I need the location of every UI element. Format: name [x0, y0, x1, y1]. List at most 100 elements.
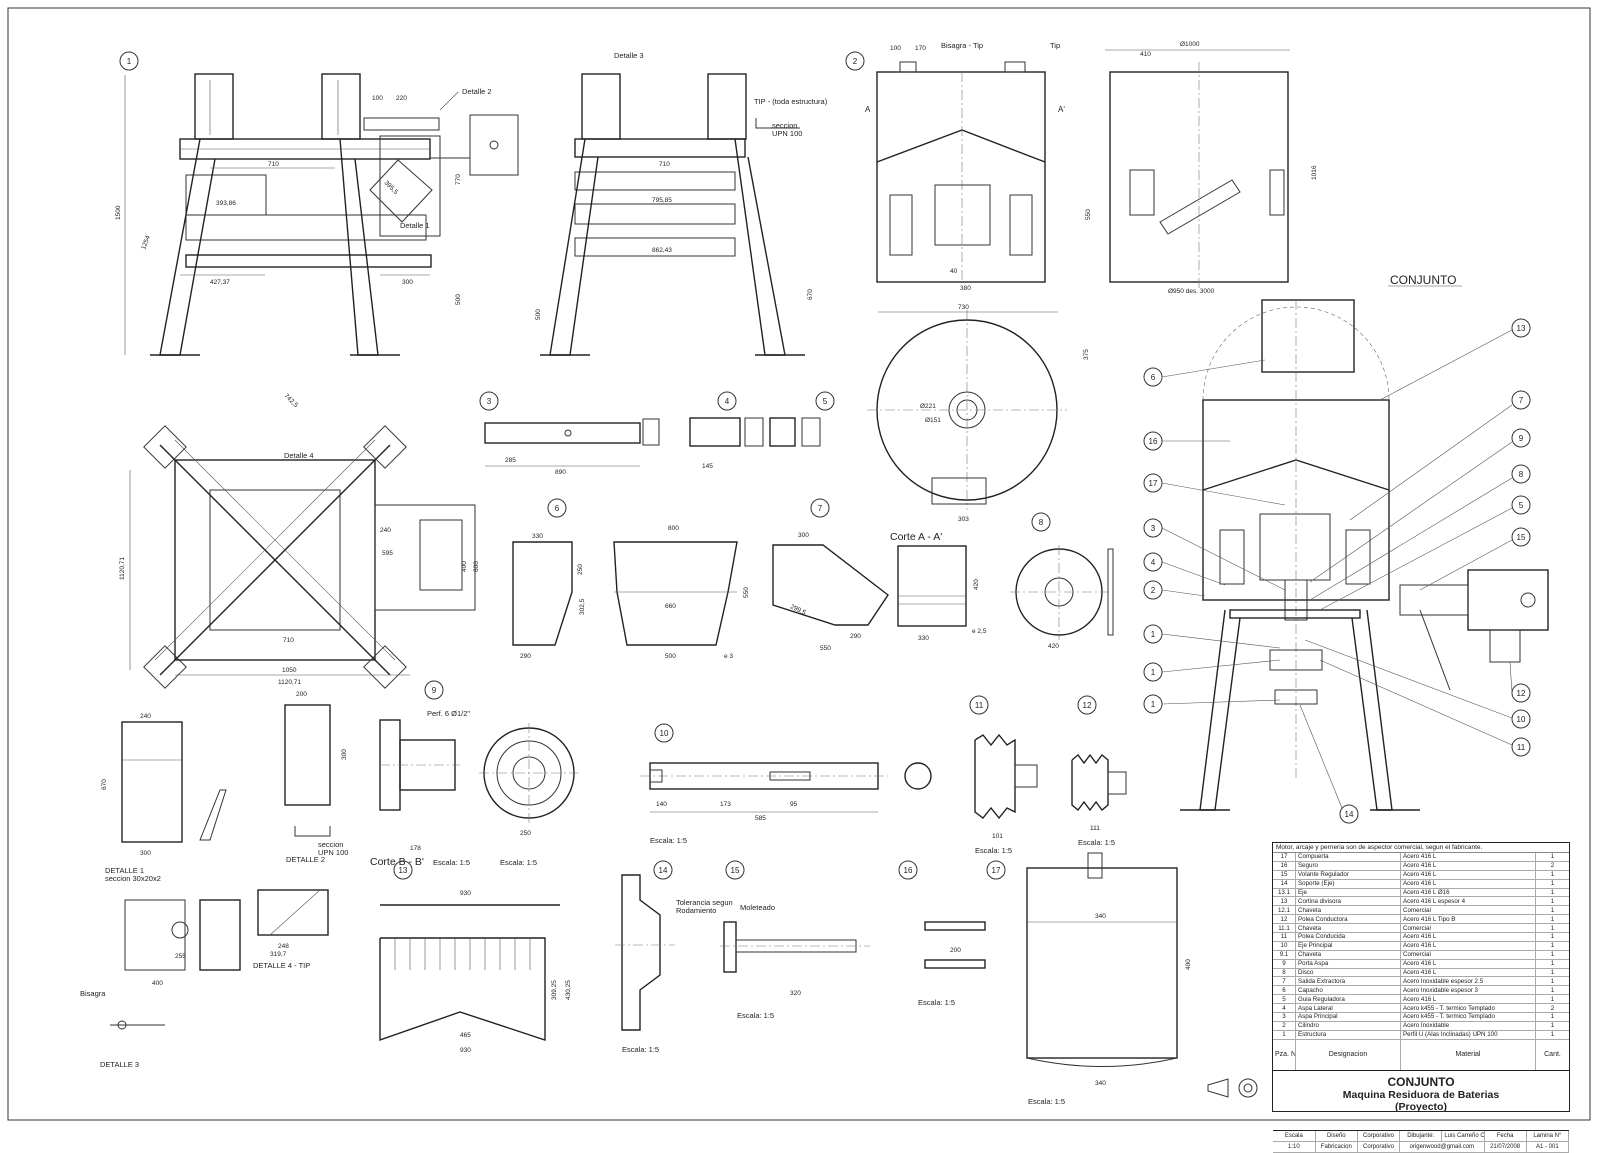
svg-text:670: 670: [101, 779, 108, 790]
svg-text:550: 550: [1085, 209, 1092, 220]
part-17-compuerta: 17 340 400 340 Escala: 1:5: [986, 852, 1192, 1106]
part-number: 15: [1273, 870, 1296, 880]
svg-text:Escala: 1:5: Escala: 1:5: [737, 1011, 774, 1020]
detalle-2-caption: DETALLE 2: [286, 855, 325, 864]
svg-text:1050: 1050: [282, 667, 297, 674]
part-material: Acero Inoxidable espesor 2.5: [1400, 976, 1536, 987]
part-designation: Cortina divisora: [1295, 896, 1401, 907]
svg-text:710: 710: [659, 161, 670, 168]
svg-text:8: 8: [1039, 518, 1044, 527]
part-number: 10: [1273, 941, 1296, 951]
svg-text:9: 9: [1519, 434, 1524, 443]
svg-text:400: 400: [461, 561, 468, 572]
part-designation: Polea Conductora: [1295, 914, 1401, 925]
part-number: 7: [1273, 976, 1296, 987]
part-designation: Chaveta: [1295, 923, 1401, 934]
svg-text:Escala: 1:5: Escala: 1:5: [622, 1045, 659, 1054]
part-number: 13: [1273, 896, 1296, 907]
part-number: 13.1: [1273, 888, 1296, 898]
corte-aa-caption: Corte A - A': [890, 531, 942, 543]
svg-text:300: 300: [341, 749, 348, 760]
svg-text:5: 5: [823, 397, 828, 406]
view-2-cylinder: 2 100 170 Bisagra - Tip Tip A A' 380 40 …: [845, 41, 1318, 295]
svg-text:375: 375: [1083, 349, 1090, 360]
svg-text:8: 8: [1519, 470, 1524, 479]
part-material: Acero Inoxidable: [1400, 1021, 1536, 1031]
svg-text:250: 250: [520, 830, 531, 837]
part-designation: Volante Regulador: [1295, 870, 1401, 880]
title-block: Motor, arcaje y perneria son de aspector…: [1272, 842, 1570, 1153]
svg-text:220: 220: [396, 95, 407, 102]
part-material: Comercial: [1400, 923, 1536, 934]
svg-text:309,25: 309,25: [551, 980, 558, 1000]
svg-text:Tip: Tip: [1050, 41, 1060, 50]
svg-text:100: 100: [372, 95, 383, 102]
title-line-2: Maquina Residuora de Baterias: [1342, 1088, 1500, 1101]
part-number: 2: [1273, 1021, 1296, 1031]
detalle-3-caption: DETALLE 3: [100, 1060, 139, 1069]
part-number: 1: [1273, 1030, 1296, 1040]
svg-text:710: 710: [268, 161, 279, 168]
part-number: 12.1: [1273, 905, 1296, 916]
part-quantity: 1: [1535, 1021, 1569, 1031]
technical-drawing: 1 1500 1254 710 393,86 427,37 3: [7, 7, 1591, 1121]
part-quantity: 1: [1535, 914, 1569, 925]
header-material: Material: [1400, 1039, 1536, 1071]
part-quantity: 2: [1535, 1003, 1569, 1014]
part-number: 16: [1273, 861, 1296, 871]
svg-text:173: 173: [720, 801, 731, 808]
part-designation: Eje: [1295, 888, 1401, 898]
detalle-1: 240 670 300 DETALLE 1 seccion 30x20x2: [101, 713, 227, 883]
lamina-value: A1 - 001: [1526, 1141, 1570, 1153]
part-designation: Capacho: [1295, 985, 1401, 996]
bisagra-detail: 400 255 Bisagra DETALLE 3: [80, 899, 241, 1069]
svg-text:Escala: 1:5: Escala: 1:5: [918, 998, 955, 1007]
svg-text:550: 550: [820, 645, 831, 652]
part-quantity: 1: [1535, 994, 1569, 1005]
svg-text:10: 10: [1517, 715, 1526, 724]
svg-text:100: 100: [890, 45, 901, 52]
svg-text:1120,71: 1120,71: [119, 557, 126, 580]
part-number: 9: [1273, 959, 1296, 969]
svg-text:395,5: 395,5: [383, 179, 400, 196]
sheet-border: [7, 7, 1591, 1121]
svg-text:393,86: 393,86: [216, 200, 236, 207]
svg-text:330: 330: [532, 533, 543, 540]
metadata-table: Escala Diseño Corporativo Dibujante: Lui…: [1273, 1130, 1570, 1153]
part-3-aspa-principal: 3 890 285: [479, 391, 660, 476]
svg-text:Tolerancia segun: Tolerancia segun: [676, 898, 733, 907]
svg-text:6: 6: [1151, 373, 1156, 382]
part-material: Acero 416 L: [1400, 968, 1536, 978]
svg-text:200: 200: [950, 947, 961, 954]
svg-text:585: 585: [755, 815, 766, 822]
part-quantity: 1: [1535, 905, 1569, 916]
svg-text:Moleteado: Moleteado: [740, 903, 775, 912]
part-8-disco: 8 420: [1010, 512, 1114, 650]
part-material: Acero 416 L Ø16: [1400, 888, 1536, 898]
email-value: origenwood@gmail.com: [1399, 1141, 1485, 1153]
part-material: Acero k455 - T. termico Templado: [1400, 1012, 1536, 1022]
svg-text:Detalle 2: Detalle 2: [462, 87, 492, 96]
part-material: Acero k455 - T. termico Templado: [1400, 1003, 1536, 1014]
svg-text:3: 3: [1151, 524, 1156, 533]
part-quantity: 1: [1535, 923, 1569, 934]
part-quantity: 1: [1535, 888, 1569, 898]
svg-text:A': A': [1058, 105, 1065, 114]
part-material: Acero 416 L: [1400, 853, 1536, 862]
svg-text:420: 420: [973, 579, 980, 590]
part-material: Comercial: [1400, 950, 1536, 960]
part-13-cortina: 13 930 465 930 309,25 430,25: [379, 860, 572, 1054]
svg-text:Escala: 1:5: Escala: 1:5: [433, 858, 470, 867]
svg-text:410: 410: [1140, 51, 1151, 58]
svg-text:890: 890: [555, 469, 566, 476]
